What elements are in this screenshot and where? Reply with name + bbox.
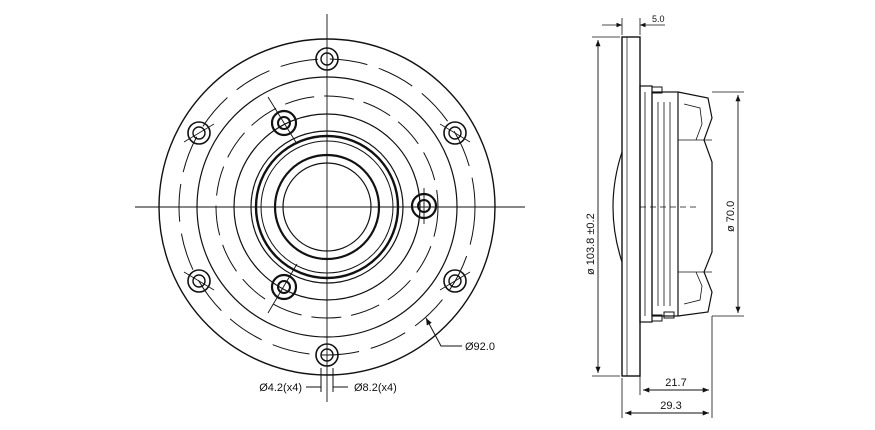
label-overall-diameter: ø 103.8 ±0.2 bbox=[585, 213, 597, 275]
mounting-hole-upper-left bbox=[183, 121, 215, 145]
terminal-lower-left bbox=[267, 263, 298, 314]
label-depth-body: 21.7 bbox=[665, 377, 686, 389]
front-view: Ø92.0 Ø4.2(x4) Ø8.2(x4) bbox=[135, 14, 525, 402]
label-hole-large: Ø8.2(x4) bbox=[354, 382, 397, 394]
label-hole-small: Ø4.2(x4) bbox=[259, 382, 302, 394]
mounting-hole-bottom bbox=[315, 343, 339, 367]
mounting-hole-lower-right bbox=[439, 269, 471, 293]
side-dome-profile bbox=[612, 151, 623, 263]
mounting-hole-upper-right bbox=[439, 121, 471, 145]
terminal-upper-left bbox=[267, 96, 298, 145]
label-body-diameter: ø 70.0 bbox=[725, 201, 737, 232]
leader-ring-dia bbox=[425, 317, 462, 347]
label-ring-dia: Ø92.0 bbox=[465, 341, 495, 353]
side-body bbox=[639, 85, 713, 323]
label-depth-total: 29.3 bbox=[660, 400, 681, 412]
mounting-hole-lower-left bbox=[183, 269, 215, 293]
terminal-right bbox=[410, 188, 438, 224]
side-view: 5.0 ø 103.8 ±0.2 ø 70.0 21.7 29.3 bbox=[585, 14, 744, 418]
mounting-hole-top bbox=[315, 47, 339, 71]
label-flange-thickness: 5.0 bbox=[652, 14, 665, 24]
side-flange bbox=[621, 36, 641, 377]
